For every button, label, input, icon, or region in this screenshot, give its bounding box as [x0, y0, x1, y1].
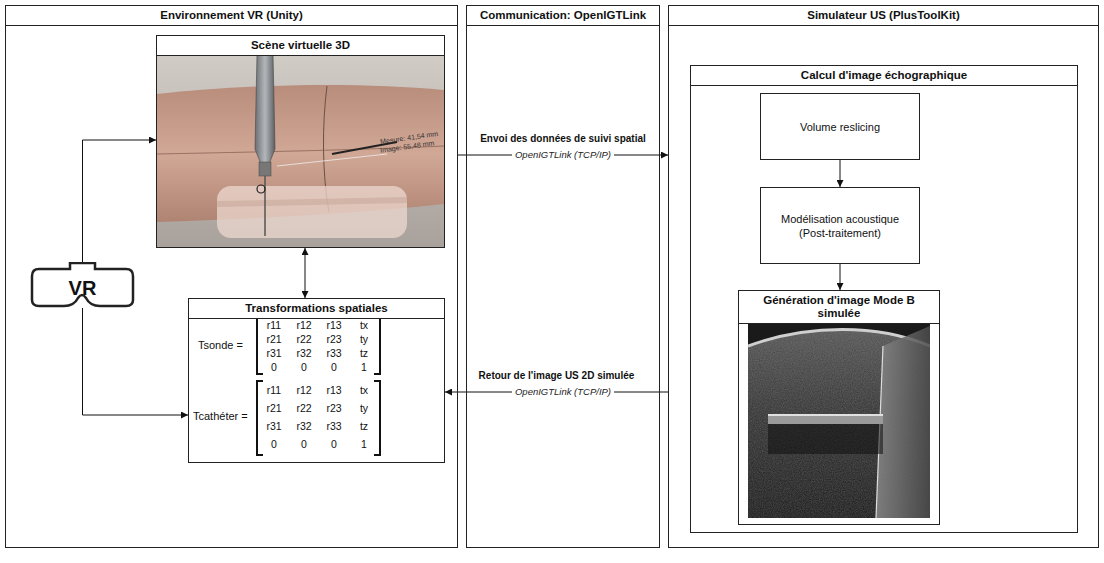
matrix-entry: r11	[267, 384, 281, 396]
process-box: Modélisation acoustique (Post-traitement…	[760, 187, 920, 264]
matrix-entry: r33	[326, 420, 341, 432]
ultrasound-image	[748, 306, 930, 518]
matrix-bracket	[256, 380, 263, 456]
box-label: Volume reslicing	[800, 120, 880, 134]
matrix-entry: r21	[266, 333, 281, 345]
matrix-bracket	[374, 380, 381, 456]
matrix-entry: r13	[326, 319, 341, 331]
matrix-entry: 0	[301, 438, 307, 450]
matrix-entry: 0	[301, 361, 307, 373]
protocol-label: OpenIGTLink (TCP/IP)	[512, 386, 614, 398]
box-heading: Communication: OpenIGTLink	[467, 6, 659, 26]
matrix-entry: r32	[296, 420, 311, 432]
connector	[840, 264, 841, 290]
matrix-entry: 0	[331, 361, 337, 373]
headset-label: VR	[69, 271, 97, 299]
panel: Environnement VR (Unity) Scène virtuelle …	[5, 5, 458, 548]
matrix-bracket	[374, 317, 381, 375]
protocol-label: OpenIGTLink (TCP/IP)	[512, 149, 614, 161]
matrix-name: Tsonde =	[198, 339, 243, 351]
matrix-entry: r31	[266, 420, 281, 432]
matrix-entry: r22	[296, 333, 311, 345]
connector	[840, 160, 841, 187]
matrix-entry: ty	[360, 333, 368, 345]
matrix-entry: r32	[296, 347, 311, 359]
panel: Communication: OpenIGTLink	[466, 5, 660, 548]
output-box: Génération d'image Mode B simulée	[738, 290, 940, 525]
edge-label: Retour de l'image US 2D simulée	[477, 370, 637, 382]
matrix-entry: 0	[271, 361, 277, 373]
panel: Simulateur US (PlusToolKit) Calcul d'imag…	[668, 5, 1099, 548]
matrix-entry: ty	[360, 402, 368, 414]
vr-headset: VR	[30, 262, 135, 308]
matrix-entry: r23	[326, 333, 341, 345]
box-heading: Simulateur US (PlusToolKit)	[669, 6, 1098, 26]
matrix-entry: 1	[361, 361, 367, 373]
matrix-entry: r21	[266, 402, 281, 414]
connector	[305, 248, 306, 298]
process-group: Calcul d'image échographiqueVolume resli…	[690, 65, 1078, 533]
box-heading: Environnement VR (Unity)	[6, 6, 457, 26]
matrix-entry: tx	[360, 319, 368, 331]
matrix-entry: tz	[360, 347, 368, 359]
matrix-entry: r12	[296, 319, 311, 331]
matrix-entry: 0	[331, 438, 337, 450]
matrix-entry: 1	[361, 438, 367, 450]
matrix-entry: 0	[271, 438, 277, 450]
matrix-entry: r22	[296, 402, 311, 414]
process-box: Volume reslicing	[760, 93, 920, 160]
matrix-entry: r12	[296, 384, 311, 396]
matrix-entry: tz	[360, 420, 368, 432]
connector	[83, 308, 189, 415]
matrix-entry: r31	[266, 347, 281, 359]
box-heading: Génération d'image Mode B simulée	[739, 291, 939, 324]
matrix-name: Tcathéter =	[193, 410, 248, 422]
box-heading: Transformations spatiales	[189, 299, 444, 319]
edge-label: Envoi des données de suivi spatial	[478, 133, 648, 145]
matrix-entry: r13	[326, 384, 341, 396]
connector	[83, 140, 157, 262]
matrix-entry: r11	[267, 319, 281, 331]
box-label: Modélisation acoustique (Post-traitement…	[765, 212, 915, 240]
matrix-entry: r23	[326, 402, 341, 414]
matrix-bracket	[256, 317, 263, 375]
matrix-entry: r33	[326, 347, 341, 359]
box-heading: Calcul d'image échographique	[691, 66, 1077, 86]
box-heading: Scène virtuelle 3D	[157, 36, 444, 56]
matrix-entry: tx	[360, 384, 368, 396]
transform-box: Transformations spatiales	[188, 298, 445, 463]
